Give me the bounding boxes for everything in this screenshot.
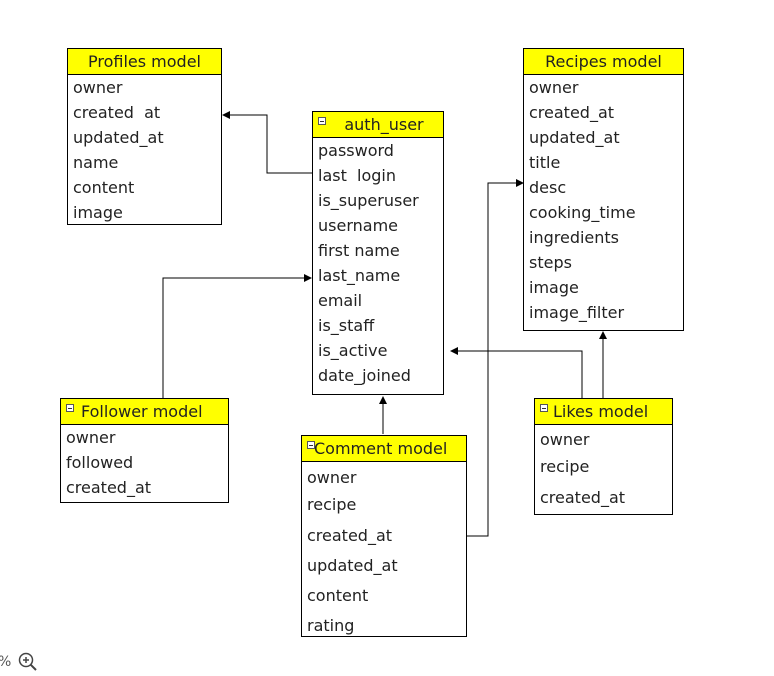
field-content: content — [307, 586, 369, 605]
likes-model-title: Likes model — [553, 402, 649, 421]
auth-user-box[interactable]: auth_user password last login is_superus… — [312, 111, 444, 395]
comment-model-header: Comment model — [302, 436, 466, 462]
field-recipe: recipe — [540, 457, 590, 476]
follower-model-header: Follower model — [61, 399, 228, 425]
field-desc: desc — [529, 178, 567, 197]
field-date-joined: date_joined — [318, 366, 411, 385]
comment-model-title: Comment model — [314, 439, 448, 458]
field-last-name: last_name — [318, 266, 401, 285]
follower-model-title: Follower model — [81, 402, 203, 421]
collapse-icon[interactable] — [307, 441, 315, 449]
collapse-icon[interactable] — [318, 117, 326, 125]
zoom-control: % — [0, 651, 38, 673]
collapse-icon[interactable] — [540, 404, 548, 412]
recipes-model-fields: owner created_at updated_at title desc c… — [524, 75, 683, 325]
profiles-model-box[interactable]: Profiles model owner created at updated_… — [67, 48, 222, 225]
auth-user-header: auth_user — [313, 112, 443, 138]
connector-authuser-profiles — [222, 111, 312, 174]
field-is-staff: is_staff — [318, 316, 375, 335]
connector-follower-authuser — [162, 274, 312, 398]
recipes-model-box[interactable]: Recipes model owner created_at updated_a… — [523, 48, 684, 331]
field-image: image — [529, 278, 579, 297]
field-owner: owner — [73, 78, 123, 97]
field-last-login: last login — [318, 166, 397, 185]
connector-comment-recipes — [467, 179, 524, 537]
connector-likes-authuser — [450, 347, 583, 398]
field-cooking-time: cooking_time — [529, 203, 636, 222]
field-owner: owner — [529, 78, 579, 97]
field-created-at: created_at — [540, 488, 626, 507]
zoom-percent-label: % — [0, 654, 11, 670]
field-steps: steps — [529, 253, 572, 272]
follower-model-box[interactable]: Follower model owner followed created_at — [60, 398, 229, 503]
field-updated-at: updated_at — [73, 128, 164, 147]
field-username: username — [318, 216, 398, 235]
field-created-at: created_at — [529, 103, 615, 122]
field-updated-at: updated_at — [529, 128, 620, 147]
likes-model-fields: owner recipe created_at — [535, 425, 672, 512]
field-owner: owner — [540, 430, 590, 449]
field-owner: owner — [66, 428, 116, 447]
field-recipe: recipe — [307, 495, 357, 514]
field-created-at: created_at — [307, 526, 393, 545]
field-image: image — [73, 203, 123, 222]
auth-user-fields: password last login is_superuser usernam… — [313, 138, 443, 388]
field-title: title — [529, 153, 561, 172]
profiles-model-fields: owner created at updated_at name content… — [68, 75, 221, 225]
likes-model-header: Likes model — [535, 399, 672, 425]
field-followed: followed — [66, 453, 134, 472]
field-is-active: is_active — [318, 341, 388, 360]
field-rating: rating — [307, 616, 355, 635]
field-email: email — [318, 291, 363, 310]
recipes-model-title: Recipes model — [524, 49, 683, 75]
field-content: content — [73, 178, 135, 197]
field-is-superuser: is_superuser — [318, 191, 419, 210]
field-image-filter: image_filter — [529, 303, 625, 322]
follower-model-fields: owner followed created_at — [61, 425, 228, 500]
field-password: password — [318, 141, 394, 160]
auth-user-title: auth_user — [344, 115, 424, 134]
profiles-model-title: Profiles model — [68, 49, 221, 75]
field-ingredients: ingredients — [529, 228, 620, 247]
field-created-at: created_at — [66, 478, 152, 497]
field-first-name: first name — [318, 241, 400, 260]
likes-model-box[interactable]: Likes model owner recipe created_at — [534, 398, 673, 515]
field-owner: owner — [307, 468, 357, 487]
comment-model-fields: owner recipe created_at updated_at conte… — [302, 462, 466, 639]
field-updated-at: updated_at — [307, 556, 398, 575]
field-name: name — [73, 153, 119, 172]
zoom-in-icon[interactable] — [18, 652, 38, 672]
collapse-icon[interactable] — [66, 404, 74, 412]
field-created-at: created at — [73, 103, 161, 122]
comment-model-box[interactable]: Comment model owner recipe created_at up… — [301, 435, 467, 637]
